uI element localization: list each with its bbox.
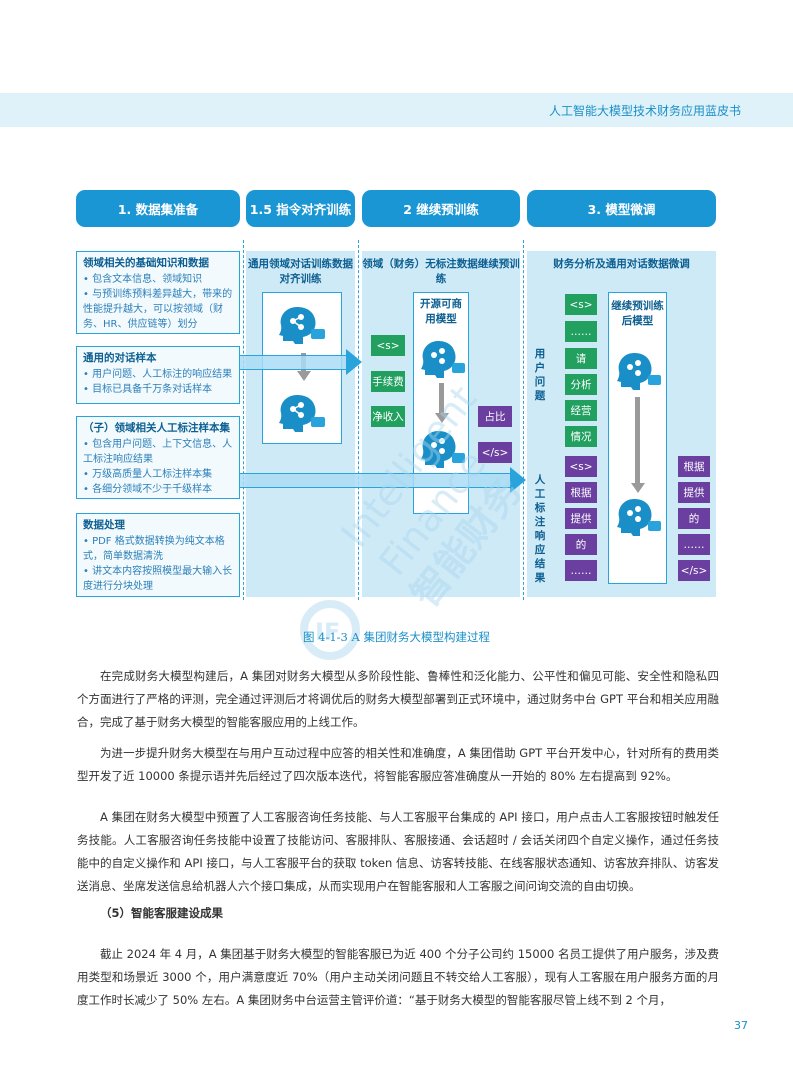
token-s: <s>	[371, 335, 405, 356]
ft-token-situation: 情况	[565, 426, 597, 447]
flow-arrow-head	[346, 349, 362, 375]
prep-box-annotated-samples: （子）领域相关人工标注样本集 包含用户问题、上下文信息、人工标注响应结果 万级高…	[76, 416, 240, 499]
ai-head-icon	[279, 395, 325, 432]
finetune-panel-title: 财务分析及通用对话数据微调	[553, 258, 690, 270]
down-arrow-head	[435, 413, 449, 423]
section-subheading: （5）智能客服建设成果	[100, 906, 224, 920]
down-arrow	[439, 383, 444, 413]
header-band: 人工智能大模型技术财务应用蓝皮书	[0, 93, 793, 127]
ai-head-icon	[617, 499, 661, 536]
token-fee: 手续费	[371, 371, 405, 392]
book-title: 人工智能大模型技术财务应用蓝皮书	[548, 104, 741, 118]
ft-out-token-based: 根据	[678, 456, 710, 477]
prep-box-item: 包含文本信息、领域知识	[83, 272, 233, 287]
ft-token-ellipsis: ……	[565, 321, 597, 342]
align-panel: 通用领域对话训练数据对齐训练	[246, 251, 355, 597]
prep-box-item: 讲文本内容按照模型最大输入长度进行分块处理	[83, 564, 233, 594]
divider	[358, 240, 359, 600]
prep-box-item: 目标已具备千万条对话样本	[83, 382, 233, 397]
phase-continued-pretrain: 2 继续预训练	[362, 190, 520, 227]
prep-box-domain-knowledge: 领域相关的基础知识和数据 包含文本信息、领域知识 与预训练预料差异越大，带来的性…	[76, 251, 240, 334]
ft-annot-token-based: 根据	[565, 482, 597, 503]
flow-arrow-annotated	[240, 473, 512, 488]
token-net-income: 净收入	[371, 406, 405, 427]
paragraph: 为进一步提升财务大模型在与用户互动过程中应答的相关性和准确度，A 集团借助 GP…	[77, 746, 719, 783]
prep-box-data-processing: 数据处理 PDF 格式数据转换为纯文本格式，简单数据清洗 讲文本内容按照模型最大…	[76, 513, 240, 597]
prep-box-item: 用户问题、人工标注的响应结果	[83, 367, 233, 382]
prep-box-title: （子）领域相关人工标注样本集	[83, 422, 230, 434]
flow-arrow-head	[510, 467, 526, 493]
finetune-model-box: 继续预训练后模型	[608, 292, 667, 584]
figure-caption: 图 4-1-3 A 集团财务大模型构建过程	[303, 630, 490, 644]
ft-token-s: <s>	[565, 294, 597, 315]
open-model-label: 开源可商用模型	[420, 298, 462, 325]
ai-head-icon	[421, 341, 465, 378]
ai-head-icon	[421, 431, 465, 468]
pretrain-panel: 领域（财务）无标注数据继续预训练 开源可商用模型 <s> 手续费 净收入 占比 …	[362, 251, 520, 597]
paragraph: 在完成财务大模型构建后，A 集团对财务大模型从多阶段性能、鲁棒性和泛化能力、公平…	[77, 669, 719, 729]
prep-box-item: 万级高质量人工标注样本集	[83, 467, 233, 482]
phase-data-prep: 1. 数据集准备	[76, 190, 240, 227]
down-arrow-head	[631, 483, 645, 493]
user-question-label: 用户问题	[534, 348, 546, 402]
ai-head-icon	[279, 307, 325, 344]
ft-out-token-ellipsis: ……	[678, 534, 710, 555]
ft-out-token-provide: 提供	[678, 482, 710, 503]
ft-token-operation: 经营	[565, 400, 597, 421]
ai-head-icon	[617, 353, 661, 390]
phase-instruction-align: 1.5 指令对齐训练	[246, 190, 355, 227]
prep-box-title: 领域相关的基础知识和数据	[83, 257, 209, 269]
prep-box-title: 数据处理	[83, 519, 125, 531]
ft-annot-token-of: 的	[565, 534, 597, 555]
ft-out-token-of: 的	[678, 508, 710, 529]
divider	[243, 240, 244, 600]
paragraph: 截止 2024 年 4 月，A 集团基于财务大模型的智能客服已为近 400 个分…	[77, 947, 719, 1007]
ft-annot-token-s: <s>	[565, 456, 597, 477]
ft-out-token-end: </s>	[678, 560, 710, 581]
ft-annot-token-ellipsis: ……	[565, 560, 597, 581]
prep-box-item: 各细分领域不少于千级样本	[83, 482, 233, 497]
ft-annot-token-provide: 提供	[565, 508, 597, 529]
page-number: 37	[734, 1019, 748, 1032]
pretrain-panel-title: 领域（财务）无标注数据继续预训练	[362, 258, 520, 285]
phase-fine-tune: 3. 模型微调	[527, 190, 716, 227]
down-arrow	[635, 397, 640, 483]
flow-arrow-dialog	[240, 355, 348, 370]
align-panel-title: 通用领域对话训练数据对齐训练	[248, 258, 353, 285]
down-arrow-head	[297, 371, 311, 381]
annotated-response-label: 人工标注响应结果	[534, 474, 546, 584]
prep-box-dialog-samples: 通用的对话样本 用户问题、人工标注的响应结果 目标已具备千万条对话样本	[76, 346, 240, 404]
ft-token-please: 请	[565, 348, 597, 369]
divider	[523, 240, 524, 600]
prep-box-title: 通用的对话样本	[83, 352, 157, 364]
prep-box-item: 包含用户问题、上下文信息、人工标注响应结果	[83, 437, 233, 467]
paragraph: A 集团在财务大模型中预置了人工客服咨询任务技能、与人工客服平台集成的 API …	[77, 810, 719, 893]
pretrained-model-label: 继续预训练后模型	[611, 300, 664, 327]
ft-token-analyze: 分析	[565, 374, 597, 395]
finetune-panel: 财务分析及通用对话数据微调 用户问题 人工标注响应结果 <s> …… 请 分析 …	[527, 251, 716, 597]
token-ratio: 占比	[478, 406, 512, 427]
prep-box-item: 与预训练预料差异越大，带来的性能提升越大，可以按领域（财务、HR、供应链等）划分	[83, 287, 233, 332]
prep-box-item: PDF 格式数据转换为纯文本格式，简单数据清洗	[83, 534, 233, 564]
token-end: </s>	[478, 442, 512, 463]
